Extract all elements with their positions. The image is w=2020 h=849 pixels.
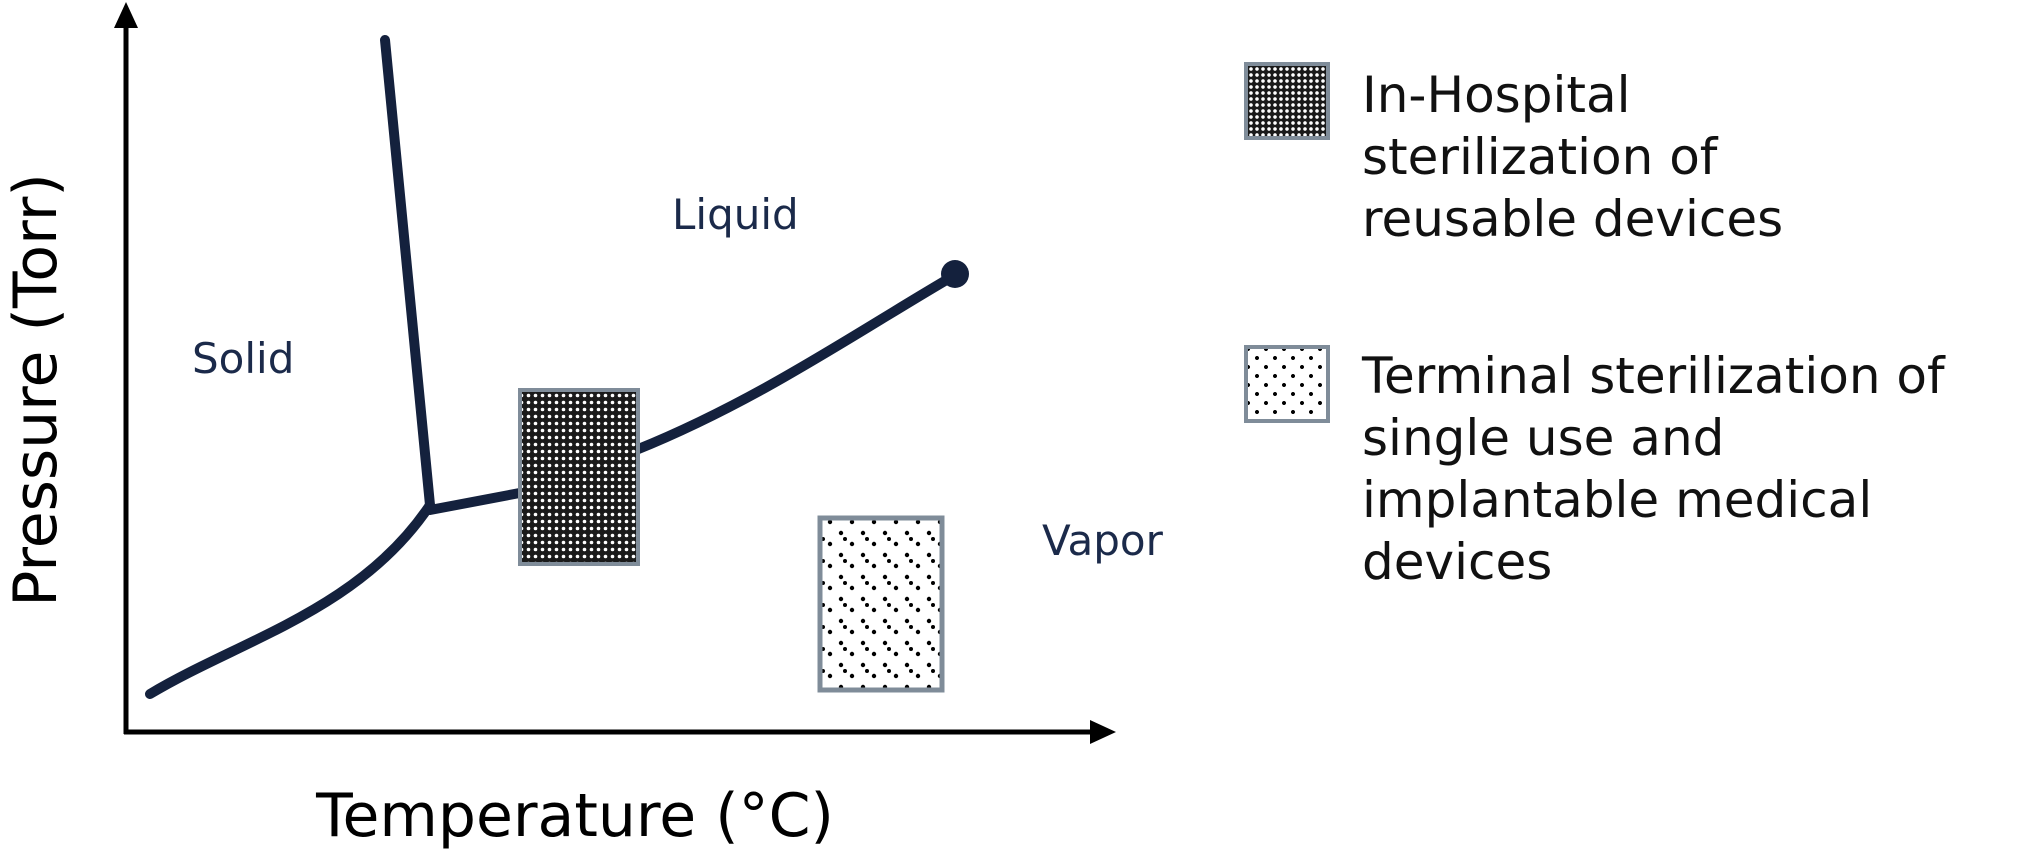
vaporization-curve [425, 270, 960, 515]
legend-line: Terminal sterilization of [1362, 347, 1945, 405]
terminal-sterilization-box [817, 515, 945, 693]
sublimation-curve [145, 500, 435, 699]
x-axis-arrowhead [1090, 720, 1116, 744]
critical-point [941, 260, 969, 288]
legend-swatch-terminal [1244, 345, 1330, 423]
in-hospital-sterilization-box [518, 388, 640, 566]
y-axis-arrowhead [114, 2, 138, 28]
legend-line: devices [1362, 533, 1553, 591]
legend-text-in-hospital: In-Hospital sterilization of reusable de… [1362, 64, 1783, 250]
legend-line: implantable medical [1362, 471, 1873, 529]
legend-text-terminal: Terminal sterilization of single use and… [1362, 345, 1945, 593]
legend-line: reusable devices [1362, 190, 1784, 248]
region-label-solid: Solid [192, 334, 294, 383]
legend-line: single use and [1362, 409, 1725, 467]
legend-line: sterilization of [1362, 128, 1718, 186]
melting-curve [380, 35, 435, 510]
region-label-liquid: Liquid [672, 190, 799, 239]
region-label-vapor: Vapor [1042, 516, 1164, 565]
y-axis-label: Pressure (Torr) [1, 173, 71, 607]
x-axis-label: Temperature (°C) [315, 781, 834, 849]
legend-swatch-in-hospital [1244, 62, 1330, 140]
legend-line: In-Hospital [1362, 66, 1631, 124]
